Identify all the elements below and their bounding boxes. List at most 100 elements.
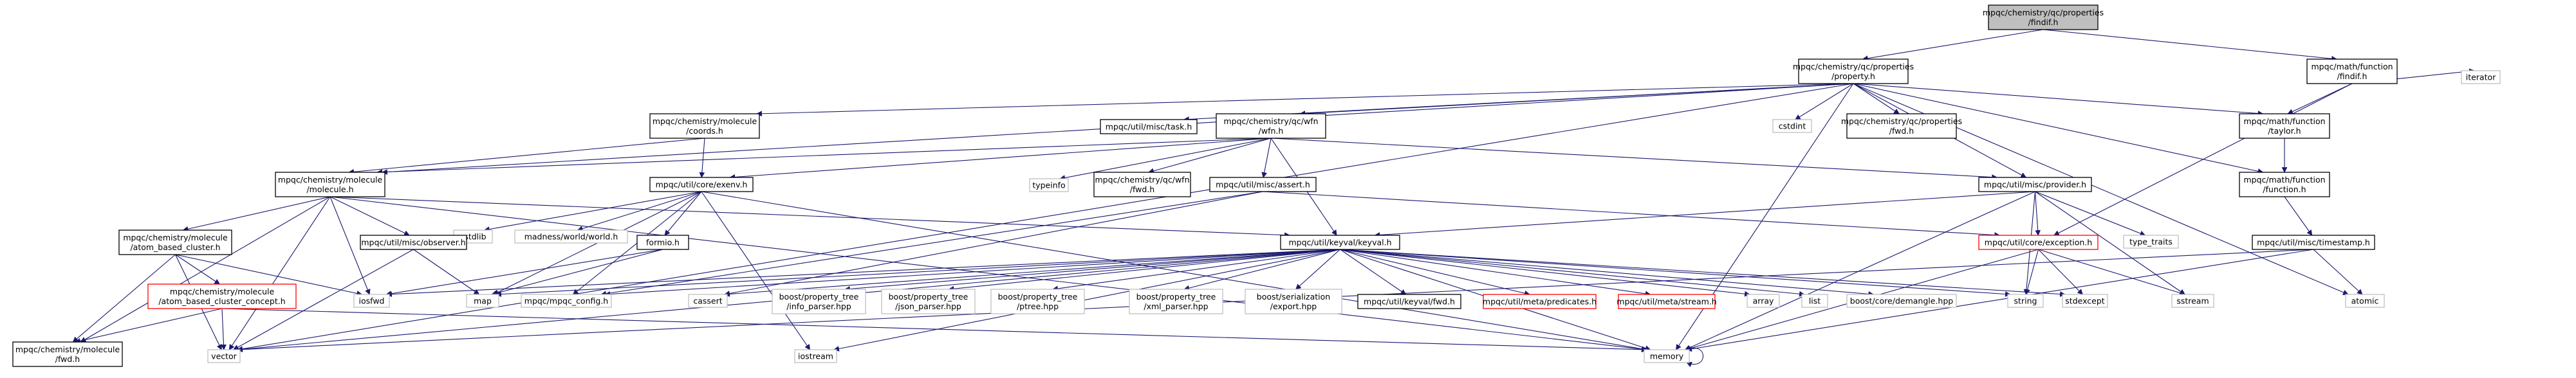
node-label-jsonparser-1: /json_parser.hpp (895, 302, 961, 311)
node-timestamp[interactable]: mpqc/util/misc/timestamp.h (2252, 235, 2375, 250)
node-box-infoparser (772, 289, 866, 314)
node-keyval[interactable]: mpqc/util/keyval/keyval.h (1280, 235, 1400, 250)
node-observer[interactable]: mpqc/util/misc/observer.h (360, 235, 467, 250)
node-box-cassert (688, 294, 728, 308)
node-label-wfn-0: mpqc/chemistry/qc/wfn (1224, 116, 1319, 126)
node-label-cassert-0: cassert (693, 296, 722, 306)
node-label-molecule-1: /molecule.h (306, 184, 353, 194)
node-box-ptree (990, 289, 1085, 314)
node-label-xmlparser-1: /xml_parser.hpp (1144, 302, 1208, 311)
node-list: list (1801, 294, 1828, 308)
edge-abcc-to-molfwd (75, 308, 223, 344)
node-findif[interactable]: mpqc/chemistry/qc/properties/findif.h (1983, 4, 2104, 30)
node-label-cstdint-0: cstdint (1779, 122, 1806, 131)
node-label-property-1: /property.h (1831, 71, 1875, 81)
node-label-formio-0: formio.h (646, 238, 680, 248)
node-config: mpqc/mpqc_config.h (521, 294, 612, 308)
node-task[interactable]: mpqc/util/misc/task.h (1100, 119, 1198, 134)
edge-keyval-to-iosfwd (386, 249, 1340, 298)
edge-molecule-to-iosfwd (329, 196, 371, 295)
node-string: string (2007, 294, 2044, 308)
node-box-xmlparser (1129, 289, 1223, 314)
node-typeinfo: typeinfo (1029, 178, 1069, 192)
node-box-string (2007, 294, 2044, 308)
node-wfn[interactable]: mpqc/chemistry/qc/wfn/wfn.h (1216, 113, 1326, 139)
node-exenv[interactable]: mpqc/util/core/exenv.h (649, 177, 754, 192)
node-box-iterator (2461, 70, 2501, 84)
node-label-coords-0: mpqc/chemistry/molecule (653, 116, 757, 126)
edge-property-to-coords (756, 83, 1854, 117)
edge-coords-to-exenv (699, 138, 705, 178)
edge-exenv-to-madness (577, 191, 702, 231)
edge-formio-to-iosfwd (385, 249, 663, 297)
edge-molecule-to-molfwd (80, 196, 331, 343)
node-label-string-0: string (2014, 296, 2037, 306)
node-formio[interactable]: formio.h (636, 235, 689, 250)
node-box-propfwd (1846, 113, 1957, 139)
node-abc[interactable]: mpqc/chemistry/molecule/atom_based_clust… (118, 230, 232, 255)
node-property[interactable]: mpqc/chemistry/qc/properties/property.h (1793, 59, 1914, 84)
node-molecule[interactable]: mpqc/chemistry/molecule/molecule.h (275, 172, 385, 197)
edge-formio-to-map (491, 249, 663, 296)
node-jsonparser: boost/property_tree/json_parser.hpp (881, 289, 976, 314)
node-box-property (1798, 59, 1909, 84)
node-box-wfnfwd (1093, 172, 1191, 197)
node-stream[interactable]: mpqc/util/meta/stream.h (1617, 294, 1717, 309)
node-box-function (2239, 172, 2330, 197)
node-label-propfwd-0: mpqc/chemistry/qc/properties (1841, 116, 1962, 126)
node-taylor[interactable]: mpqc/math/function/taylor.h (2239, 113, 2330, 139)
node-label-list-0: list (1809, 296, 1821, 306)
node-box-list (1801, 294, 1828, 308)
node-provider[interactable]: mpqc/util/misc/provider.h (1978, 177, 2092, 192)
node-box-provider (1978, 177, 2092, 192)
node-function[interactable]: mpqc/math/function/function.h (2239, 172, 2330, 197)
node-label-mathfindif-0: mpqc/math/function (2311, 62, 2393, 71)
node-label-atomic-0: atomic (2351, 296, 2379, 306)
node-exception[interactable]: mpqc/util/core/exception.h (1978, 235, 2099, 250)
node-map: map (466, 294, 499, 308)
node-propfwd[interactable]: mpqc/chemistry/qc/properties/fwd.h (1841, 113, 1962, 139)
node-iosfwd: iosfwd (353, 294, 390, 308)
node-label-infoparser-1: /info_parser.hpp (786, 302, 851, 311)
node-molfwd[interactable]: mpqc/chemistry/molecule/fwd.h (12, 341, 123, 367)
node-label-map-0: map (474, 296, 492, 306)
node-label-export-0: boost/serialization (1257, 292, 1330, 302)
node-iterator: iterator (2461, 70, 2501, 84)
node-assert[interactable]: mpqc/util/misc/assert.h (1209, 177, 1317, 192)
node-label-xmlparser-0: boost/property_tree (1136, 292, 1216, 302)
node-box-formio (636, 235, 689, 250)
edge-molecule-to-memory (329, 196, 1647, 352)
node-box-exenv (649, 177, 754, 192)
edge-keyval-to-stream (1340, 249, 1651, 297)
edge-keyval-to-stdexcept (1340, 249, 2066, 297)
node-sstream: sstream (2171, 294, 2214, 308)
edge-keyval-to-map (496, 249, 1340, 297)
node-label-exenv-0: mpqc/util/core/exenv.h (656, 180, 748, 190)
node-box-map (466, 294, 499, 308)
edge-assert-to-cassert (724, 191, 1263, 296)
node-box-exception (1978, 235, 2099, 250)
edge-mathfindif-to-taylor (2287, 83, 2353, 114)
node-box-export (1245, 289, 1342, 314)
edge-abc-to-abcc (175, 254, 221, 285)
edge-timestamp-to-atomic (2313, 249, 2363, 295)
edge-keyval-to-string (1340, 249, 2011, 297)
node-label-molfwd-1: /fwd.h (55, 354, 80, 364)
node-keyvalfwd[interactable]: mpqc/util/keyval/fwd.h (1357, 294, 1461, 309)
node-coords[interactable]: mpqc/chemistry/molecule/coords.h (649, 113, 760, 139)
node-label-taylor-1: /taylor.h (2268, 126, 2301, 136)
node-demangle: boost/core/demangle.hpp (1846, 294, 1957, 308)
node-box-iosfwd (353, 294, 390, 308)
node-mathfindif[interactable]: mpqc/math/function/findif.h (2306, 59, 2398, 84)
node-label-propfwd-1: /fwd.h (1889, 126, 1914, 136)
edge-keyval-to-demangle (1340, 249, 1875, 297)
edge-property-to-function (1853, 83, 2264, 174)
node-abcc[interactable]: mpqc/chemistry/molecule/atom_based_clust… (147, 284, 297, 309)
node-predicates[interactable]: mpqc/util/meta/predicates.h (1483, 294, 1597, 309)
edge-assert-to-config (600, 191, 1263, 297)
node-label-observer-0: mpqc/util/misc/observer.h (361, 238, 465, 248)
node-label-ptree-1: /ptree.hpp (1017, 302, 1059, 311)
node-label-molecule-0: mpqc/chemistry/molecule (278, 175, 383, 184)
node-wfnfwd[interactable]: mpqc/chemistry/qc/wfn/fwd.h (1093, 172, 1191, 197)
node-label-madness-0: madness/world/world.h (524, 232, 618, 242)
